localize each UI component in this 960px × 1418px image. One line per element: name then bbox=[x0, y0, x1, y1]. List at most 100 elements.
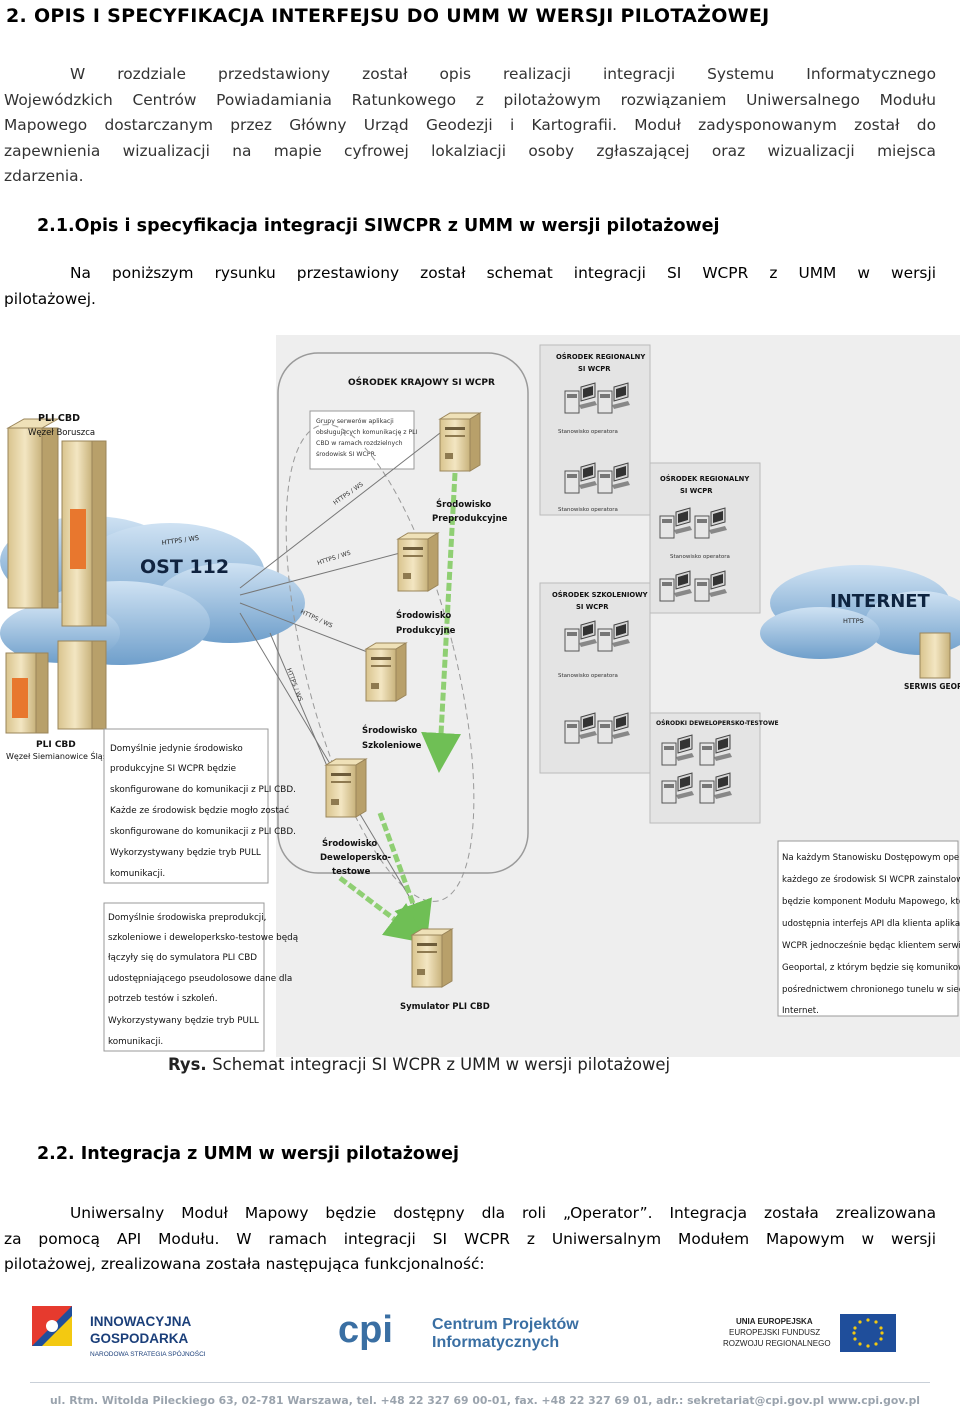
env-szkol-label: Środowisko bbox=[362, 724, 417, 736]
group-note-line: CBD w ramach rozdzielnych bbox=[316, 440, 403, 447]
regional-center-2: OŚRODEK REGIONALNY SI WCPR Stanowisko op… bbox=[649, 462, 761, 614]
group-note-line: Grupy serwerów aplikacji bbox=[316, 417, 394, 425]
svg-text:Stanowisko operatora: Stanowisko operatora bbox=[558, 673, 618, 679]
note-left-2: Domyślnie środowiska preprodukcji, szkol… bbox=[103, 902, 298, 1052]
server-simulator bbox=[411, 928, 453, 988]
geoportal-server-icon bbox=[919, 632, 951, 679]
paragraph-line: Wojewódzkich Centrów Powiadamiania Ratun… bbox=[4, 90, 936, 109]
svg-text:OŚRODKI DEWELOPERSKO-TESTOWE: OŚRODKI DEWELOPERSKO-TESTOWE bbox=[656, 720, 779, 727]
svg-text:Domyślnie środowiska preproduk: Domyślnie środowiska preprodukcji, bbox=[108, 912, 266, 923]
paragraph-line: zdarzenia. bbox=[4, 167, 84, 186]
svg-text:Informatycznych: Informatycznych bbox=[432, 1334, 559, 1351]
svg-text:łączyły się do symulatora PLI: łączyły się do symulatora PLI CBD bbox=[108, 953, 257, 963]
https-label: HTTPS bbox=[843, 617, 864, 625]
server-preprod bbox=[439, 412, 481, 472]
pli-cbd-bottom-2: Węzeł Siemianowice Śląskie bbox=[6, 750, 119, 761]
caption-prefix: Rys. bbox=[168, 1055, 207, 1074]
footer-address: ul. Rtm. Witolda Pileckiego 63, 02-781 W… bbox=[50, 1394, 920, 1407]
test-center: OŚRODKI DEWELOPERSKO-TESTOWE bbox=[649, 712, 779, 824]
svg-text:będzie komponent Modułu Mapowe: będzie komponent Modułu Mapowego, który bbox=[782, 896, 960, 907]
pli-cbd-bottom-1: PLI CBD bbox=[36, 740, 76, 750]
osrodek-krajowy-label: OŚRODEK KRAJOWY SI WCPR bbox=[348, 376, 495, 388]
svg-text:SI WCPR: SI WCPR bbox=[576, 603, 609, 611]
paragraph-line: Na poniższym rysunku przestawiony został… bbox=[70, 264, 936, 282]
svg-text:EUROPEJSKI FUNDUSZ: EUROPEJSKI FUNDUSZ bbox=[729, 1328, 820, 1337]
env-prod-label: Środowisko bbox=[396, 609, 451, 621]
internet-cloud bbox=[760, 565, 960, 659]
note-left-1: Domyślnie jedynie środowisko produkcyjne… bbox=[103, 728, 296, 884]
server-dev bbox=[325, 758, 367, 818]
svg-text:Stanowisko operatora: Stanowisko operatora bbox=[670, 554, 730, 560]
svg-text:OŚRODEK REGIONALNY: OŚRODEK REGIONALNY bbox=[556, 352, 645, 361]
integration-diagram: OST 112 HTTPS / WS PLI CBD Węzeł Boruszc… bbox=[0, 333, 960, 1058]
pli-cbd-top-1: PLI CBD bbox=[38, 413, 80, 424]
svg-text:potrzeb testów i szkoleń.: potrzeb testów i szkoleń. bbox=[108, 993, 218, 1004]
svg-text:Centrum Projektów: Centrum Projektów bbox=[432, 1316, 579, 1333]
ost-112-label: OST 112 bbox=[140, 556, 229, 578]
footer-logos: INNOWACYJNA GOSPODARKA NARODOWA STRATEGI… bbox=[0, 1298, 960, 1378]
paragraph-line: za pomocą API Modułu. W ramach integracj… bbox=[4, 1229, 936, 1248]
training-center: OŚRODEK SZKOLENIOWY SI WCPR Stanowisko o… bbox=[539, 582, 651, 774]
paragraph-line: W rozdziale przedstawiony został opis re… bbox=[70, 65, 936, 83]
subsection-heading: 2.1.Opis i specyfikacja integracji SIWCP… bbox=[37, 216, 720, 236]
svg-text:Domyślnie jedynie środowisko: Domyślnie jedynie środowisko bbox=[110, 743, 243, 754]
integration-paragraph: Uniwersalny Moduł Mapowy będzie dostępny… bbox=[4, 1201, 936, 1278]
serwis-geoportal-label: SERWIS GEOPORTAL bbox=[904, 682, 960, 691]
svg-text:Każde ze środowisk będzie mogł: Każde ze środowisk będzie mogło zostać bbox=[110, 805, 289, 816]
svg-text:Wykorzystywany będzie tryb PUL: Wykorzystywany będzie tryb PULL bbox=[110, 848, 261, 858]
svg-text:SI WCPR: SI WCPR bbox=[578, 365, 611, 373]
env-szkol-label: Szkoleniowe bbox=[362, 741, 422, 751]
env-dev-label: Środowisko bbox=[322, 837, 377, 849]
paragraph-line: pilotażowej, zrealizowana została następ… bbox=[4, 1255, 485, 1274]
cpi-logo: cpi Centrum Projektów Informatycznych bbox=[338, 1309, 579, 1351]
svg-text:komunikacji.: komunikacji. bbox=[108, 1037, 163, 1047]
env-dev-label: testowe bbox=[332, 867, 371, 877]
group-note-line: obsługujących komunikację z PLI bbox=[316, 429, 418, 436]
svg-text:każdego ze środowisk SI WCPR z: każdego ze środowisk SI WCPR zainstalowa… bbox=[782, 874, 960, 885]
env-preprod-label: Środowisko bbox=[436, 498, 491, 510]
footer-divider bbox=[30, 1382, 930, 1383]
figure-caption: Rys. Schemat integracji SI WCPR z UMM w … bbox=[168, 1055, 670, 1074]
svg-text:Wykorzystywany będzie tryb PUL: Wykorzystywany będzie tryb PULL bbox=[108, 1016, 259, 1026]
regional-center-1: OŚRODEK REGIONALNY SI WCPR Stanowisko op… bbox=[539, 344, 651, 516]
server-szkol bbox=[365, 642, 407, 702]
pli-cbd-top-2: Węzeł Boruszca bbox=[28, 428, 95, 438]
svg-text:Na każdym Stanowisku Dostępowy: Na każdym Stanowisku Dostępowym operator… bbox=[782, 853, 960, 863]
env-prod-label: Produkcyjne bbox=[396, 626, 456, 636]
paragraph-line: pilotażowej. bbox=[4, 289, 96, 308]
svg-text:produkcyjne SI WCPR będzie: produkcyjne SI WCPR będzie bbox=[110, 764, 236, 774]
subsection-heading: 2.2. Integracja z UMM w wersji pilotażow… bbox=[37, 1144, 459, 1164]
note-right: Na każdym Stanowisku Dostępowym operator… bbox=[777, 840, 960, 1017]
svg-text:Stanowisko operatora: Stanowisko operatora bbox=[558, 429, 618, 435]
svg-text:Stanowisko operatora: Stanowisko operatora bbox=[558, 507, 618, 513]
svg-text:szkoleniowe i deweloperksko-te: szkoleniowe i deweloperksko-testowe będą bbox=[108, 933, 298, 943]
server-prod bbox=[397, 532, 439, 592]
green-arrows bbox=[338, 472, 462, 944]
caption-text: Schemat integracji SI WCPR z UMM w wersj… bbox=[212, 1055, 671, 1074]
group-note-line: środowisk SI WCPR. bbox=[316, 450, 377, 458]
env-preprod-label: Preprodukcyjne bbox=[432, 514, 508, 524]
svg-text:komunikacji.: komunikacji. bbox=[110, 869, 165, 879]
svg-text:pośrednictwem chronionego tune: pośrednictwem chronionego tunelu w sieci bbox=[782, 984, 960, 995]
env-dev-label: Deweloper­sko- bbox=[320, 853, 392, 863]
svg-text:OŚRODEK REGIONALNY: OŚRODEK REGIONALNY bbox=[660, 474, 749, 483]
svg-text:INNOWACYJNA: INNOWACYJNA bbox=[90, 1314, 192, 1329]
svg-text:Geoportal, z którym będzie się: Geoportal, z którym będzie się komunikow… bbox=[782, 962, 960, 973]
pli-cbd-siemianowice-servers bbox=[5, 640, 107, 734]
paragraph-line: zapewnienia wizualizacji na mapie cyfrow… bbox=[4, 141, 936, 160]
eu-logo: UNIA EUROPEJSKA EUROPEJSKI FUNDUSZ ROZWO… bbox=[723, 1314, 896, 1352]
simulator-label: Symulator PLI CBD bbox=[400, 1002, 490, 1012]
svg-text:skonfigurowane do komunikacji: skonfigurowane do komunikacji z PLI CBD. bbox=[110, 785, 296, 795]
svg-text:GOSPODARKA: GOSPODARKA bbox=[90, 1331, 189, 1346]
svg-text:skonfigurowane do komunikacji: skonfigurowane do komunikacji z PLI CBD. bbox=[110, 827, 296, 837]
svg-text:OŚRODEK SZKOLENIOWY: OŚRODEK SZKOLENIOWY bbox=[552, 590, 648, 599]
figure-intro-paragraph: Na poniższym rysunku przestawiony został… bbox=[4, 261, 936, 312]
innowacyjna-gospodarka-logo: INNOWACYJNA GOSPODARKA NARODOWA STRATEGI… bbox=[32, 1306, 206, 1358]
pli-cbd-boruszca-servers bbox=[6, 418, 107, 627]
paragraph-line: Uniwersalny Moduł Mapowy będzie dostępny… bbox=[70, 1204, 936, 1222]
section-heading: 2. OPIS I SPECYFIKACJA INTERFEJSU DO UMM… bbox=[6, 5, 770, 27]
svg-text:Internet.: Internet. bbox=[782, 1006, 819, 1016]
intro-paragraph: W rozdziale przedstawiony został opis re… bbox=[4, 62, 936, 190]
svg-text:ROZWOJU REGIONALNEGO: ROZWOJU REGIONALNEGO bbox=[723, 1339, 831, 1348]
paragraph-line: Mapowego dostarczanym przez Główny Urząd… bbox=[4, 116, 936, 135]
